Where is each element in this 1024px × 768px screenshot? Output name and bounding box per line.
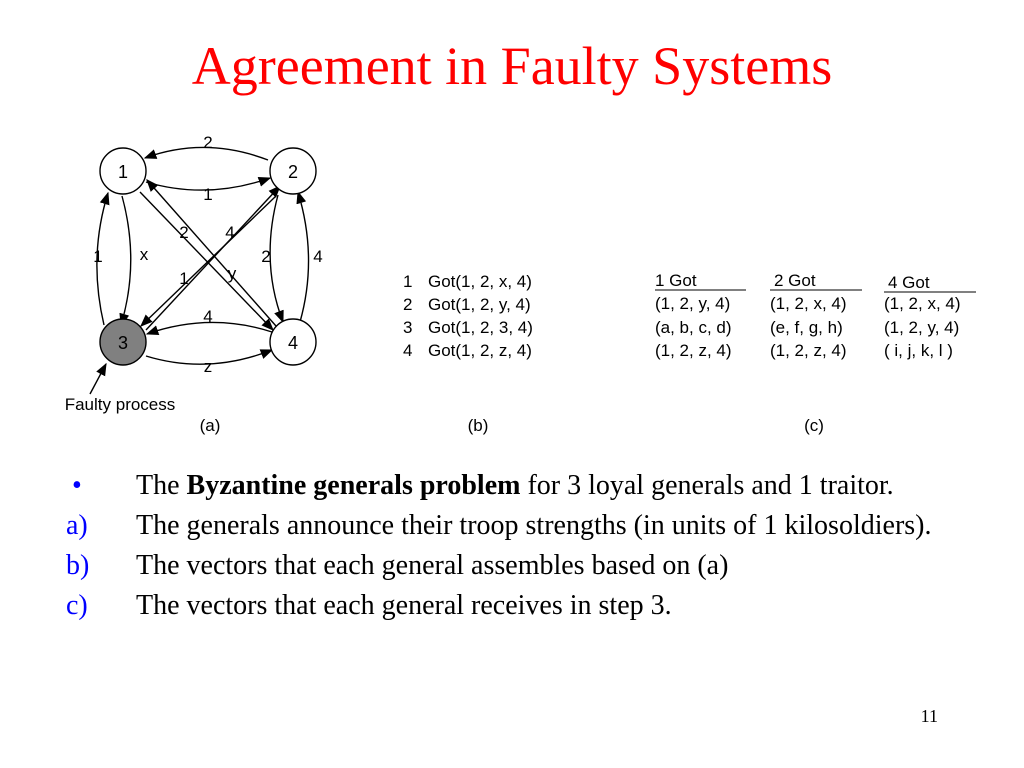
edge-1-to-3	[119, 195, 132, 327]
bullet-list: • The Byzantine generals problem for 3 l…	[60, 470, 960, 630]
edge-4-to-2	[296, 190, 310, 323]
table-b-vector: Got(1, 2, x, 4)	[428, 272, 532, 291]
node-1-label: 1	[118, 162, 128, 182]
edge-2-to-1	[143, 146, 269, 161]
bullet-marker: •	[72, 470, 82, 501]
edge-label-diag-4: 4	[225, 223, 234, 242]
bullet-text: The generals announce their troop streng…	[136, 510, 932, 541]
faulty-pointer	[89, 362, 107, 395]
edge-label-diag-2: 2	[179, 223, 188, 242]
page-number: 11	[920, 706, 938, 726]
bullet-text: The vectors that each general receives i…	[136, 590, 672, 621]
edge-1-to-2	[145, 176, 272, 191]
table-c-cell: (a, b, c, d)	[655, 318, 732, 337]
edge-label-right-2: 2	[261, 247, 270, 266]
bullet-text-bold: Byzantine generals problem	[186, 470, 521, 501]
edge-label-center-y: y	[228, 264, 237, 283]
edge-label-upper-diag: 1	[203, 185, 212, 204]
table-b-row: 3 Got(1, 2, 3, 4)	[403, 318, 533, 337]
table-c-cell: (e, f, g, h)	[770, 318, 843, 337]
node-1: 1	[99, 147, 147, 195]
table-c-cell: ( i, j, k, l )	[884, 341, 953, 360]
node-3-label: 3	[118, 333, 128, 353]
table-c-header-2: 2 Got	[774, 271, 816, 290]
table-b-num: 3	[403, 318, 412, 337]
table-b-vector: Got(1, 2, z, 4)	[428, 341, 532, 360]
edge-label-right-4: 4	[313, 247, 322, 266]
edge-label-lower-4: 4	[203, 307, 212, 326]
edge-4-to-3	[145, 321, 273, 336]
table-c-header-3: 4 Got	[888, 273, 930, 292]
bullet-marker: c)	[66, 590, 88, 621]
slide-title: Agreement in Faulty Systems	[191, 36, 833, 96]
graph-nodes: 1 2 3 4	[99, 147, 317, 366]
node-3-faulty: 3	[99, 318, 147, 366]
edge-4-to-1	[146, 179, 277, 327]
bullet-text: The vectors that each general assembles …	[136, 550, 729, 581]
table-b-num: 4	[403, 341, 412, 360]
caption-a: (a)	[200, 416, 221, 435]
node-4-label: 4	[288, 333, 298, 353]
caption-b: (b)	[468, 416, 489, 435]
bullet-text-post: for 3 loyal generals and 1 traitor.	[520, 470, 894, 501]
table-b-row: 2 Got(1, 2, y, 4)	[403, 295, 531, 314]
table-b-row: 4 Got(1, 2, z, 4)	[403, 341, 532, 360]
table-c-cell: (1, 2, x, 4)	[770, 294, 847, 313]
table-c-cell: (1, 2, x, 4)	[884, 294, 961, 313]
edge-labels: 2 1 1 x 2 4 1 y 2 4 4 z	[93, 133, 322, 376]
node-2: 2	[269, 147, 317, 195]
table-b-num: 2	[403, 295, 412, 314]
graph-edges	[89, 146, 310, 395]
table-b: 1 Got(1, 2, x, 4) 2 Got(1, 2, y, 4) 3 Go…	[403, 272, 533, 360]
bullet-item: c) The vectors that each general receive…	[60, 590, 960, 622]
table-c-cell: (1, 2, z, 4)	[655, 341, 732, 360]
edge-label-bottom-z: z	[204, 357, 213, 376]
edge-3-to-2	[145, 185, 281, 331]
node-2-label: 2	[288, 162, 298, 182]
table-b-vector: Got(1, 2, 3, 4)	[428, 318, 533, 337]
edge-label-left-x: x	[140, 245, 149, 264]
table-c: 1 Got 2 Got 4 Got (1, 2, y, 4) (a, b, c,…	[655, 271, 976, 360]
edge-label-center-1: 1	[179, 269, 188, 288]
bullet-marker: b)	[66, 550, 90, 581]
bullet-item: b) The vectors that each general assembl…	[60, 550, 960, 582]
table-c-cell: (1, 2, z, 4)	[770, 341, 847, 360]
table-b-vector: Got(1, 2, y, 4)	[428, 295, 531, 314]
bullet-item: a) The generals announce their troop str…	[60, 510, 960, 542]
edge-2-to-3	[140, 195, 277, 327]
edge-label-left-outer: 1	[93, 247, 102, 266]
bullet-item: • The Byzantine generals problem for 3 l…	[60, 470, 960, 502]
bullet-marker: a)	[66, 510, 88, 541]
caption-c: (c)	[804, 416, 824, 435]
table-c-cell: (1, 2, y, 4)	[884, 318, 959, 337]
table-b-row: 1 Got(1, 2, x, 4)	[403, 272, 532, 291]
edge-3-to-1	[96, 191, 110, 326]
node-4: 4	[269, 318, 317, 366]
bullet-text-pre: The	[136, 470, 187, 501]
table-b-num: 1	[403, 272, 412, 291]
table-c-cell: (1, 2, y, 4)	[655, 294, 730, 313]
edge-1-to-4	[139, 191, 274, 331]
edge-2-to-4	[269, 194, 284, 324]
edge-3-to-4	[145, 349, 274, 365]
table-c-header-1: 1 Got	[655, 271, 697, 290]
faulty-process-label: Faulty process	[65, 395, 176, 414]
edge-label-top: 2	[203, 133, 212, 152]
